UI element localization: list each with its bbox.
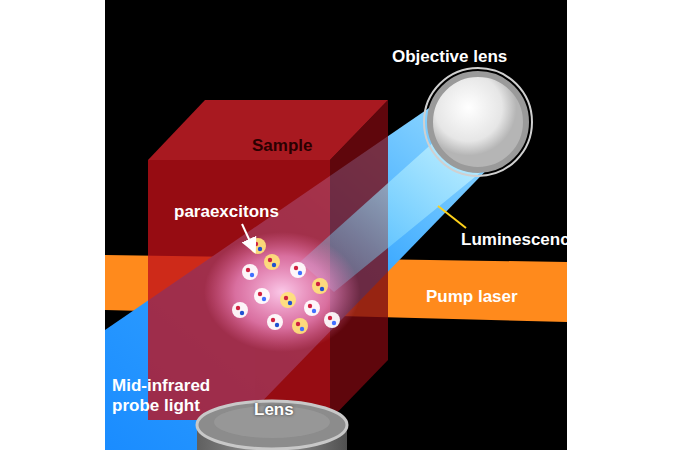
node-text: Sample <box>252 136 312 156</box>
label-text: Luminescence <box>461 230 579 250</box>
dark-panel <box>105 0 567 450</box>
pointer-arrow <box>242 224 254 250</box>
node-text: Objective lens <box>392 47 507 67</box>
probe-label: Mid-infrared probe light <box>112 376 232 415</box>
node-text: Lens <box>254 400 294 420</box>
exciton-particles <box>232 238 340 334</box>
exciton-cloud <box>204 232 360 352</box>
bottom-lens <box>197 401 347 449</box>
label-text: paraexcitons <box>174 202 279 222</box>
objective-lens <box>430 74 526 170</box>
particle-label: paraexcitons <box>174 202 279 222</box>
label-text: Mid-infrared probe light <box>112 376 232 415</box>
beam-label: Luminescence <box>461 230 579 250</box>
lens-label: Lens <box>254 400 294 420</box>
objective-lens-label: Objective lens <box>392 47 507 67</box>
sample-cube-label: Sample <box>252 136 312 156</box>
node-text: Pump laser <box>426 287 518 307</box>
lens-rim <box>424 68 532 176</box>
pump-laser-label: Pump laser <box>426 287 518 307</box>
leader-line <box>438 206 466 228</box>
